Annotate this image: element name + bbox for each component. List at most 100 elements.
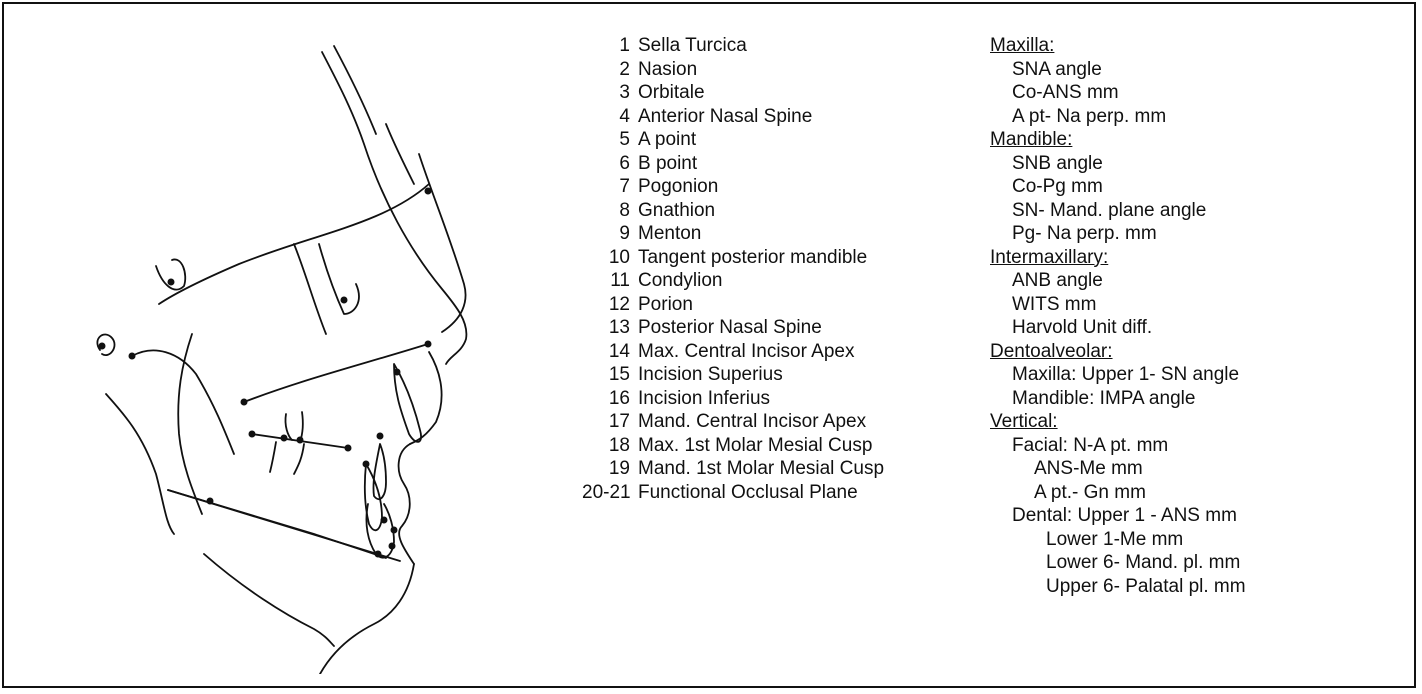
landmark-number: 18 — [582, 434, 638, 458]
landmark-label: Functional Occlusal Plane — [638, 481, 858, 505]
landmark-label: Max. Central Incisor Apex — [638, 340, 854, 364]
measure-item: SN- Mand. plane angle — [990, 199, 1410, 223]
measure-item: Lower 1-Me mm — [990, 528, 1410, 552]
landmark-label: Incision Inferius — [638, 387, 770, 411]
measurement-list: Maxilla: SNA angle Co-ANS mm A pt- Na pe… — [990, 34, 1410, 598]
landmark-label: Sella Turcica — [638, 34, 747, 58]
landmark-number: 11 — [582, 269, 638, 293]
landmark-item: 13Posterior Nasal Spine — [582, 316, 982, 340]
dental-subheading: Dental: Upper 1 - ANS mm — [990, 504, 1410, 528]
landmark-sella — [168, 279, 173, 284]
landmark-number: 5 — [582, 128, 638, 152]
lower-incisor — [365, 464, 382, 530]
mandibular-symphysis — [366, 504, 394, 558]
measure-item: ANB angle — [990, 269, 1410, 293]
landmark-number: 1 — [582, 34, 638, 58]
measure-item: Lower 6- Mand. pl. mm — [990, 551, 1410, 575]
landmark-pns — [241, 399, 246, 404]
measure-item: WITS mm — [990, 293, 1410, 317]
landmark-number: 8 — [582, 199, 638, 223]
landmark-label: Condylion — [638, 269, 723, 293]
landmark-number: 6 — [582, 152, 638, 176]
frontal-bone-inner — [386, 124, 414, 184]
landmark-number: 2 — [582, 58, 638, 82]
maxilla-anterior — [394, 364, 421, 442]
palatal-plane — [244, 344, 428, 402]
landmark-incision-superius — [377, 433, 382, 438]
landmark-label: Mand. Central Incisor Apex — [638, 410, 866, 434]
landmark-orbitale — [341, 297, 346, 302]
nasal-bone — [419, 154, 466, 332]
landmark-item: 6B point — [582, 152, 982, 176]
landmark-pogonion — [391, 527, 396, 532]
measure-item: Co-Pg mm — [990, 175, 1410, 199]
landmark-porion — [99, 343, 104, 348]
landmark-item: 12Porion — [582, 293, 982, 317]
upper-incisor — [373, 444, 386, 499]
landmark-label: Menton — [638, 222, 701, 246]
landmark-number: 17 — [582, 410, 638, 434]
measure-item: Co-ANS mm — [990, 81, 1410, 105]
cephalometric-tracing — [64, 34, 504, 674]
vertical-heading: Vertical: — [990, 410, 1410, 434]
landmark-number: 12 — [582, 293, 638, 317]
neck-back — [204, 554, 334, 646]
lower-lip — [399, 444, 414, 564]
lower-molar-root — [294, 444, 304, 474]
landmark-number: 14 — [582, 340, 638, 364]
landmark-label: Orbitale — [638, 81, 705, 105]
landmark-label: Pogonion — [638, 175, 718, 199]
measure-item: A pt- Na perp. mm — [990, 105, 1410, 129]
landmark-number: 3 — [582, 81, 638, 105]
landmark-number: 20-21 — [582, 481, 638, 505]
landmark-a-point — [394, 369, 399, 374]
neck-front — [320, 564, 414, 674]
maxilla-heading: Maxilla: — [990, 34, 1410, 58]
intermaxillary-heading: Intermaxillary: — [990, 246, 1410, 270]
landmark-number: 10 — [582, 246, 638, 270]
measure-item: Harvold Unit diff. — [990, 316, 1410, 340]
lower-molar — [270, 442, 276, 472]
upper-lip — [410, 352, 442, 444]
landmark-number: 4 — [582, 105, 638, 129]
landmark-21 — [345, 445, 350, 450]
facial-subheading: Facial: N-A pt. mm — [990, 434, 1410, 458]
landmark-b-point — [381, 517, 386, 522]
landmark-number: 19 — [582, 457, 638, 481]
landmark-label: Max. 1st Molar Mesial Cusp — [638, 434, 872, 458]
landmark-label: Porion — [638, 293, 693, 317]
landmark-label: A point — [638, 128, 696, 152]
landmark-nasion — [425, 188, 430, 193]
measure-item: A pt.- Gn mm — [990, 481, 1410, 505]
landmark-label: Anterior Nasal Spine — [638, 105, 812, 129]
posterior-ramus — [106, 394, 174, 534]
landmark-label: Nasion — [638, 58, 697, 82]
orbit-inner — [319, 244, 359, 314]
measure-item: SNA angle — [990, 58, 1410, 82]
landmark-20 — [249, 431, 254, 436]
dentoalveolar-heading: Dentoalveolar: — [990, 340, 1410, 364]
landmark-label: B point — [638, 152, 697, 176]
landmark-ans — [425, 341, 430, 346]
landmark-number: 16 — [582, 387, 638, 411]
landmark-gnathion — [389, 543, 394, 548]
landmark-item: 19Mand. 1st Molar Mesial Cusp — [582, 457, 982, 481]
landmark-molar-mand — [281, 435, 286, 440]
measure-item: Maxilla: Upper 1- SN angle — [990, 363, 1410, 387]
landmark-item: 4Anterior Nasal Spine — [582, 105, 982, 129]
